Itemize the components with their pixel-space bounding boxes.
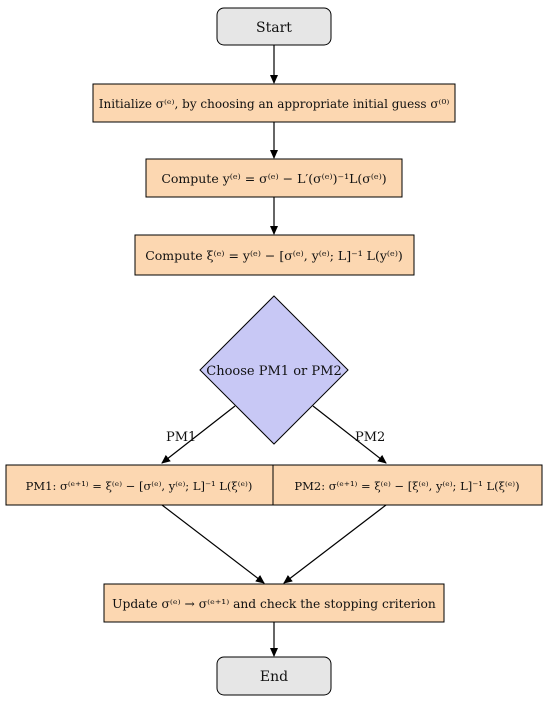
init-node [92,83,456,123]
pm1-edge-label: PM1 [166,430,196,445]
end-node [216,656,332,696]
arrow-pm1-update [161,504,265,584]
update-label: Update σ⁽ᵉ⁾ → σ⁽ᵉ⁺¹⁾ and check the stopp… [112,597,436,611]
compute-xi-node [134,234,415,276]
arrow-pm2-update [283,504,387,584]
decision-label: Choose PM1 or PM2 [206,364,341,379]
pm2-node [272,464,543,506]
init-label: Initialize σ⁽ᵉ⁾, by choosing an appropri… [99,97,450,111]
pm2-edge-label: PM2 [355,430,385,445]
pm2-formula: PM2: σ⁽ᵉ⁺¹⁾ = ξ⁽ᵉ⁾ − [ξ⁽ᵉ⁾, y⁽ᵉ⁾; L]⁻¹ L… [294,479,519,493]
pm1-formula: PM1: σ⁽ᵉ⁺¹⁾ = ξ⁽ᵉ⁾ − [σ⁽ᵉ⁾, y⁽ᵉ⁾; L]⁻¹ L… [26,479,253,493]
start-label: Start [256,20,292,36]
end-label: End [260,669,288,685]
arrow-decision-pm2 [312,405,387,464]
compute-xi-label: Compute ξ⁽ᵉ⁾ = y⁽ᵉ⁾ − [σ⁽ᵉ⁾, y⁽ᵉ⁾; L]⁻¹ … [145,248,403,263]
decision-node [199,295,349,445]
arrow-decision-pm1 [161,405,236,464]
compute-y-label: Compute y⁽ᵉ⁾ = σ⁽ᵉ⁾ − L′(σ⁽ᵉ⁾)⁻¹L(σ⁽ᵉ⁾) [161,171,386,186]
pm1-node [5,464,274,506]
